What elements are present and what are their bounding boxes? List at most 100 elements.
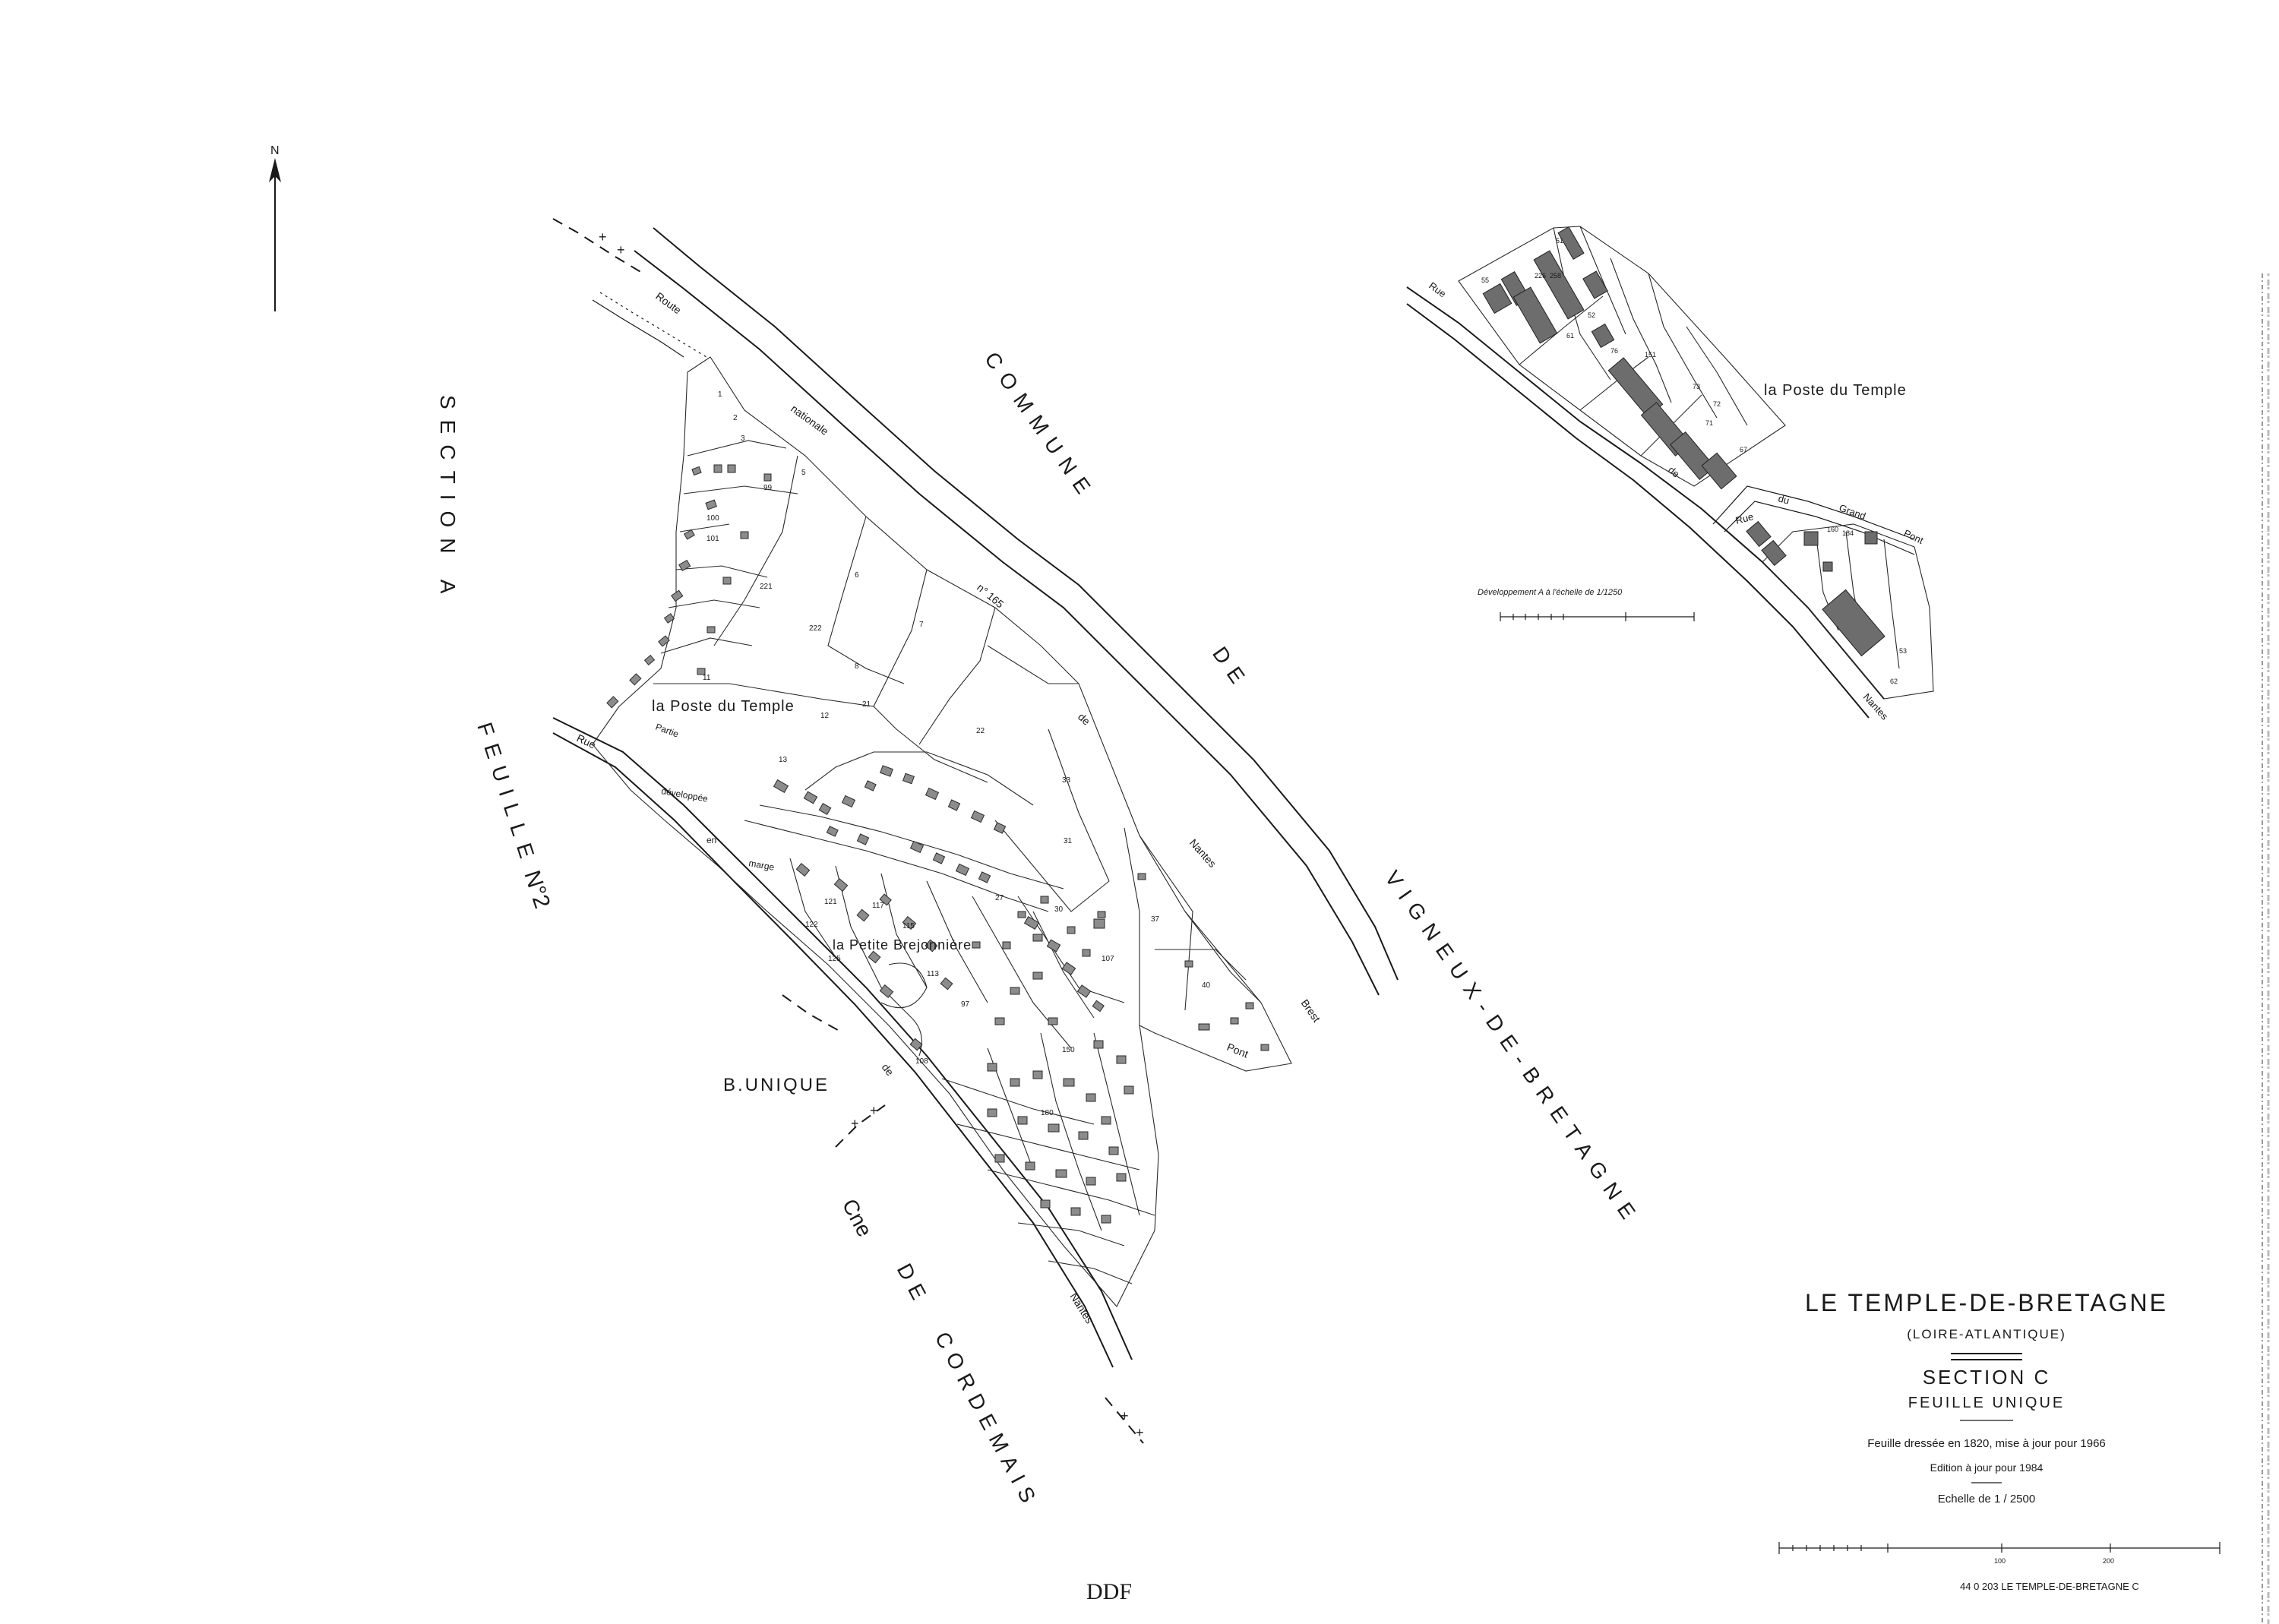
- section-a-label: SECTION A: [436, 395, 460, 604]
- svg-text:27: 27: [995, 894, 1004, 902]
- title-echelle: Echelle de 1 / 2500: [1938, 1493, 2035, 1506]
- road-developpee-label: développée: [660, 785, 709, 804]
- svg-text:100: 100: [706, 514, 719, 523]
- svg-text:7: 7: [919, 621, 924, 629]
- inset-du-label: du: [1777, 492, 1791, 506]
- title-section: SECTION C: [1923, 1366, 2051, 1389]
- svg-text:+: +: [870, 1103, 878, 1118]
- commune-label: COMMUNE: [980, 348, 1100, 506]
- de-label: DE: [1208, 643, 1254, 695]
- svg-text:21: 21: [862, 700, 871, 709]
- road-route-label: Route: [653, 289, 684, 316]
- road-de2-label: de: [880, 1061, 896, 1078]
- place-poste-main: la Poste du Temple: [652, 698, 795, 715]
- svg-text:184: 184: [1842, 529, 1854, 537]
- parcel-numbers-main: 1 2 3 99 100 101 5 6 7 8 221 222 11 12 1…: [703, 390, 1211, 1117]
- buildings-main: [606, 464, 1269, 1224]
- title-block: LE TEMPLE-DE-BRETAGNE (LOIRE-ATLANTIQUE)…: [1778, 1289, 2221, 1592]
- svg-text:73: 73: [1693, 383, 1700, 390]
- svg-text:121: 121: [824, 898, 837, 906]
- svg-text:53: 53: [1899, 647, 1907, 655]
- svg-text:61: 61: [1566, 332, 1574, 340]
- road-nantes2-label: Nantes: [1067, 1291, 1095, 1325]
- svg-text:71: 71: [1705, 419, 1713, 427]
- svg-text:11: 11: [703, 674, 711, 682]
- road-nantes-label: Nantes: [1187, 836, 1219, 870]
- svg-text:+: +: [599, 229, 607, 245]
- commune-boundaries: + + + + + +: [552, 218, 1144, 1444]
- svg-text:150: 150: [1062, 1046, 1075, 1054]
- svg-text:+: +: [617, 242, 625, 258]
- rue-de-nantes: Rue de Nantes: [552, 717, 1133, 1368]
- svg-text:22: 22: [976, 727, 985, 735]
- svg-text:12: 12: [820, 712, 830, 720]
- road-brest-label: Brest: [1299, 997, 1323, 1025]
- svg-text:37: 37: [1151, 915, 1160, 924]
- svg-text:76: 76: [1610, 347, 1618, 355]
- svg-text:+: +: [1136, 1425, 1144, 1440]
- svg-text:222: 222: [809, 624, 822, 633]
- svg-text:52: 52: [1588, 311, 1595, 319]
- svg-text:2: 2: [733, 414, 738, 422]
- feuille-label: FEUILLE: [473, 719, 542, 870]
- title-dressee: Feuille dressée en 1820, mise à jour pou…: [1867, 1437, 2106, 1450]
- road-no-label: n° 165: [975, 581, 1007, 611]
- svg-text:151: 151: [1645, 351, 1656, 359]
- place-poste-inset: la Poste du Temple: [1764, 382, 1907, 399]
- svg-text:122: 122: [805, 921, 818, 929]
- svg-text:1: 1: [718, 390, 722, 399]
- parcel-mass: [592, 356, 1292, 1307]
- svg-text:97: 97: [961, 1000, 970, 1009]
- svg-text:3: 3: [741, 434, 745, 443]
- north-arrow-icon: [269, 158, 281, 182]
- footer-ddf: DDF: [1086, 1579, 1132, 1604]
- cordemais-de-label: DE: [893, 1259, 934, 1310]
- svg-text:+: +: [851, 1116, 859, 1131]
- cne-label: Cne: [838, 1195, 877, 1240]
- svg-text:40: 40: [1202, 981, 1211, 990]
- svg-text:99: 99: [763, 484, 773, 492]
- svg-text:113: 113: [927, 970, 939, 978]
- road-partie-label: Partie: [654, 722, 681, 740]
- svg-text:258: 258: [1550, 272, 1561, 280]
- inset-rue2-label: Rue: [1734, 510, 1755, 526]
- feuille-number: N°2: [519, 867, 555, 912]
- svg-text:8: 8: [855, 662, 859, 671]
- svg-text:72: 72: [1713, 400, 1721, 408]
- cordemais-label: CORDEMAIS: [931, 1328, 1044, 1513]
- svg-text:67: 67: [1740, 446, 1747, 453]
- vigneux-label: VIGNEUX-DE-BRETAGNE: [1380, 867, 1645, 1231]
- svg-text:55: 55: [1481, 276, 1489, 284]
- svg-text:30: 30: [1054, 905, 1064, 914]
- inset-development-a: la Poste du Temple Rue de Nantes Rue du …: [1406, 226, 1934, 722]
- title-department: (LOIRE-ATLANTIQUE): [1907, 1327, 2066, 1341]
- svg-text:+: +: [1121, 1408, 1129, 1423]
- svg-text:101: 101: [706, 535, 719, 543]
- scan-edge: [2262, 273, 2270, 1624]
- b-unique-label: B.UNIQUE: [723, 1075, 830, 1095]
- svg-text:33: 33: [1062, 776, 1071, 785]
- svg-text:117: 117: [872, 902, 884, 910]
- title-commune: LE TEMPLE-DE-BRETAGNE: [1805, 1289, 2168, 1316]
- svg-text:226: 226: [1535, 272, 1546, 280]
- inset-rue-label: Rue: [1427, 280, 1448, 299]
- title-edition: Edition à jour pour 1984: [1930, 1461, 2044, 1474]
- svg-text:160: 160: [1827, 526, 1838, 533]
- svg-text:51: 51: [1556, 237, 1563, 245]
- road-en-label: en: [706, 835, 716, 845]
- svg-text:108: 108: [915, 1057, 928, 1066]
- north-arrow: N: [269, 144, 281, 311]
- svg-text:221: 221: [760, 583, 773, 591]
- place-petite-brejonniere: la Petite Brejonnière: [833, 937, 972, 953]
- svg-text:62: 62: [1890, 678, 1898, 685]
- road-marge-label: marge: [748, 858, 775, 873]
- svg-text:125: 125: [828, 955, 841, 963]
- svg-text:13: 13: [779, 756, 788, 764]
- svg-text:180: 180: [1041, 1109, 1054, 1117]
- title-feuille: FEUILLE UNIQUE: [1908, 1395, 2065, 1411]
- scale-tick-100: 100: [1994, 1557, 2006, 1565]
- svg-text:31: 31: [1064, 837, 1073, 845]
- inset-nantes-label: Nantes: [1861, 691, 1891, 722]
- svg-text:5: 5: [801, 469, 806, 477]
- svg-text:115: 115: [902, 922, 915, 930]
